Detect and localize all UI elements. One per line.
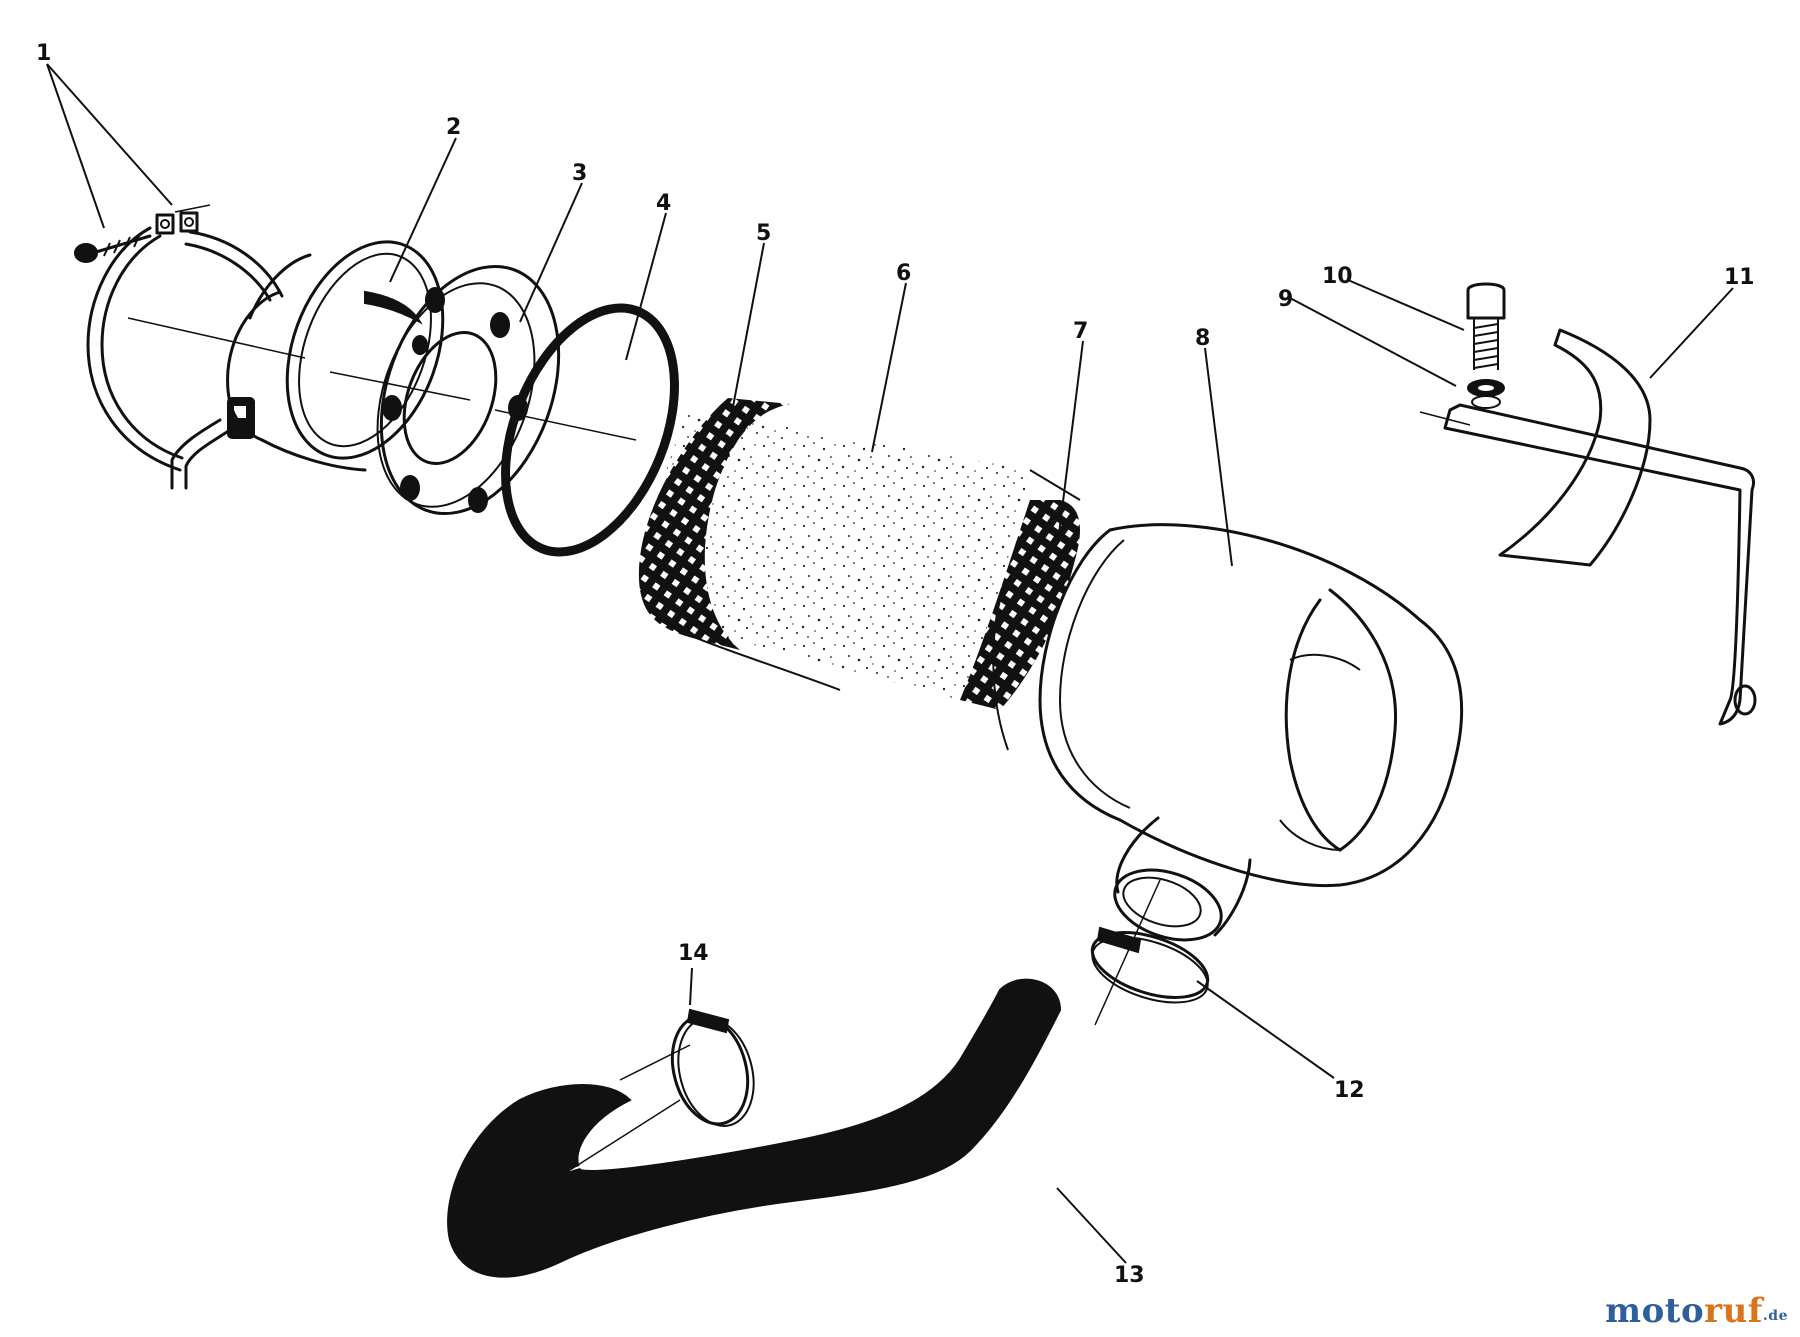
watermark-part-2: ruf bbox=[1704, 1291, 1763, 1331]
callout-labels: 1 2 3 4 5 6 7 8 9 10 11 12 13 14 bbox=[36, 41, 1755, 1288]
callout-5: 5 bbox=[756, 221, 771, 246]
part-12-hose-clamp bbox=[1090, 926, 1210, 1004]
part-13-intake-hose bbox=[447, 978, 1062, 1278]
part-10-bolt bbox=[1466, 282, 1506, 370]
callout-12: 12 bbox=[1334, 1078, 1365, 1103]
callout-13: 13 bbox=[1114, 1263, 1145, 1288]
part-4-gasket-ring bbox=[501, 303, 679, 557]
watermark-part-1: moto bbox=[1605, 1291, 1705, 1331]
callout-7: 7 bbox=[1073, 319, 1088, 344]
callout-2: 2 bbox=[446, 115, 461, 140]
callout-8: 8 bbox=[1195, 326, 1210, 351]
assembly-axis bbox=[127, 204, 1471, 1171]
callout-11: 11 bbox=[1724, 265, 1755, 290]
part-1-screw bbox=[74, 233, 152, 263]
part-9-washer bbox=[1467, 379, 1505, 409]
watermark-part-3: .de bbox=[1762, 1308, 1788, 1324]
part-3-baffle-plate bbox=[376, 264, 561, 516]
callout-4: 4 bbox=[656, 191, 671, 216]
leader-lines bbox=[46, 63, 1734, 1264]
callout-3: 3 bbox=[572, 161, 587, 186]
watermark: motoruf.de bbox=[1605, 1291, 1788, 1331]
part-11-bracket bbox=[1443, 328, 1757, 726]
part-5-6-7-filter-element bbox=[638, 398, 1081, 710]
callout-14: 14 bbox=[678, 941, 709, 966]
callout-6: 6 bbox=[896, 261, 911, 286]
part-14-hose-clamp bbox=[670, 1008, 755, 1127]
callout-10: 10 bbox=[1322, 264, 1353, 289]
part-1-clamp-band bbox=[86, 211, 284, 490]
callout-9: 9 bbox=[1278, 287, 1293, 312]
part-2-cover bbox=[226, 240, 445, 472]
callout-1: 1 bbox=[36, 41, 51, 66]
part-8-housing bbox=[992, 523, 1464, 942]
